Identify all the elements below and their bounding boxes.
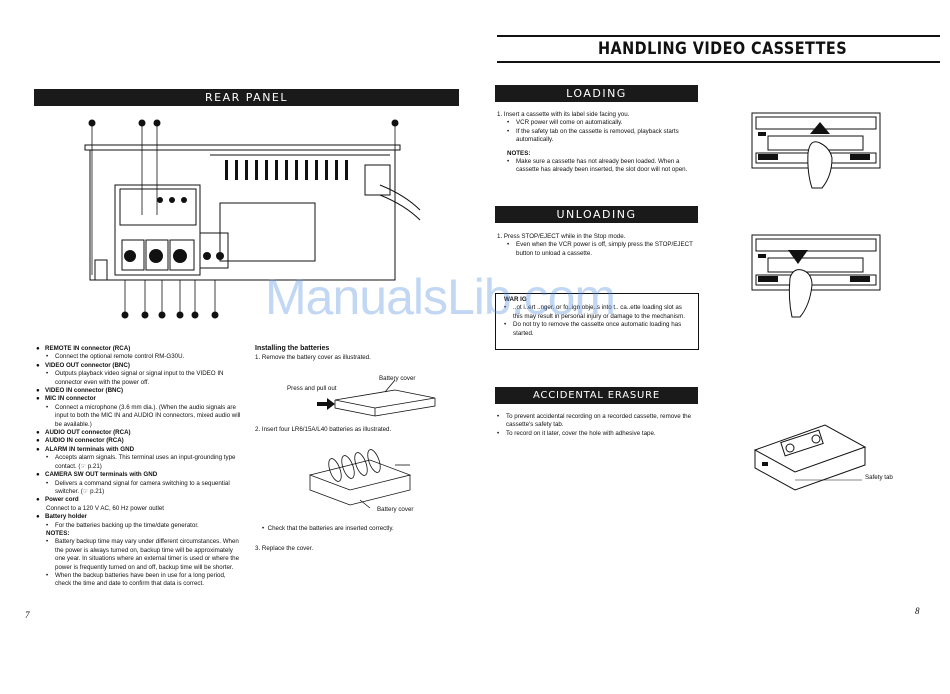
list-item: •When the backup batteries have been in … (46, 571, 226, 588)
page-title: HANDLING VIDEO CASSETTES (598, 39, 848, 59)
vcr-unloading-illustration (751, 234, 881, 318)
list-item: ●CAMERA SW OUT terminals with GND (36, 471, 158, 479)
unloading-section: 1. Press STOP/EJECT while in the Stop mo… (497, 233, 702, 258)
safety-tab-label: Safety tab (865, 474, 893, 481)
list-item: ●REMOTE IN connector (RCA) (36, 345, 131, 352)
notes-label: NOTES: (507, 149, 531, 157)
title-rule-bottom (497, 61, 940, 63)
batteries-title: Installing the batteries (255, 345, 330, 352)
list-item: •VCR power will come on automatically. (507, 119, 623, 127)
vcr-loading-illustration (751, 112, 881, 189)
battery-step-1: 1. Remove the battery cover as illustrat… (255, 354, 371, 361)
battery-check: • Check that the batteries are inserted … (262, 525, 394, 532)
warning-label: WAR IG (504, 296, 527, 303)
list-item: •Accepts alarm signals. This terminal us… (46, 454, 236, 470)
manualslib-watermark: ManualsLib.com (265, 269, 616, 325)
battery-step-3: 3. Replace the cover. (255, 545, 314, 552)
notes-label: NOTES: (46, 529, 70, 537)
list-item: ●VIDEO OUT connector (BNC) (36, 361, 130, 369)
list-item: •To record on it later, cover the hole w… (497, 429, 656, 437)
rear-panel-header: REAR PANEL (34, 89, 459, 106)
list-item: ●MIC IN connector (36, 395, 96, 403)
list-item: •If the safety tab on the cassette is re… (507, 127, 679, 144)
list-item: •Delivers a command signal for camera sw… (46, 479, 230, 495)
list-item: Connect to a 120 V AC, 60 Hz power outle… (46, 504, 164, 512)
list-item: ●ALARM IN terminals with GND (36, 445, 135, 453)
page-number-left: 7 (25, 610, 30, 620)
list-item: ●AUDIO IN connector (RCA) (36, 437, 124, 445)
loading-section: 1. Insert a cassette with its label side… (497, 111, 702, 175)
rear-panel-diagram (84, 119, 421, 319)
list-item: •Do not try to remove the cassette once … (504, 321, 682, 337)
page-number-right: 8 (915, 606, 920, 616)
loading-header: LOADING (495, 85, 698, 102)
list-item: ●Power cord (36, 496, 79, 504)
right-page: HANDLING VIDEO CASSETTES LOADING 1. Inse… (475, 0, 950, 694)
battery-cover-label: Battery cover (379, 375, 416, 382)
battery-cover-illustration (317, 379, 436, 417)
list-item: •Battery backup time may vary under diff… (46, 538, 240, 571)
list-item: •Connect the optional remote control RM-… (46, 353, 185, 361)
erasure-section: •To prevent accidental recording on a re… (497, 413, 702, 438)
list-item: •Make sure a cassette has not already be… (507, 158, 688, 174)
warning-box: WAR IG •..ot i..ert ..nger. or fo..ign o… (495, 293, 699, 350)
unloading-header: UNLOADING (495, 206, 698, 223)
list-item: •For the batteries backing up the time/d… (46, 521, 199, 529)
battery-cover-label-2: Battery cover (377, 506, 414, 513)
list-item: ●AUDIO OUT connector (RCA) (36, 429, 131, 437)
battery-insert-illustration (308, 449, 412, 509)
list-item: ●VIDEO IN connector (BNC) (36, 387, 124, 395)
list-item: •Even when the VCR power is off, simply … (507, 241, 693, 257)
list-item: ●Battery holder (36, 513, 87, 521)
list-item: •To prevent accidental recording on a re… (497, 413, 692, 429)
cassette-illustration (753, 424, 867, 491)
title-rule-top (497, 35, 940, 37)
list-item: •..ot i..ert ..nger. or fo..ign obje..s … (504, 304, 685, 320)
left-page: REAR PANEL (25, 89, 459, 620)
list-item: •Connect a microphone (3.6 mm dia.). (Wh… (46, 403, 241, 428)
erasure-header: ACCIDENTAL ERASURE PREVENTION (495, 387, 698, 418)
list-item: •Outputs playback video signal or signal… (46, 370, 224, 386)
press-pull-label: Press and pull out (287, 385, 337, 392)
connector-list: ●REMOTE IN connector (RCA) •Connect the … (36, 345, 241, 589)
battery-step-2: 2. Insert four LR6/15A/L40 batteries as … (255, 426, 392, 433)
